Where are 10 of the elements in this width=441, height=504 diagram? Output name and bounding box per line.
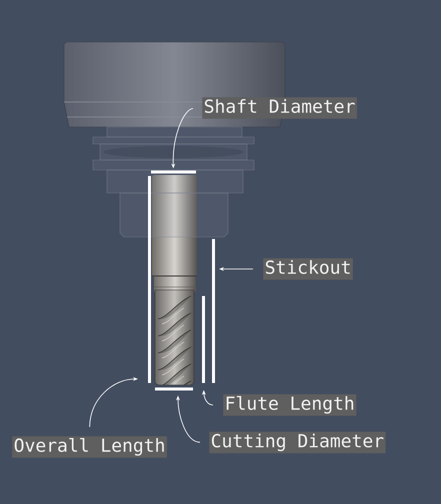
callout-label: Cutting Diameter (209, 432, 386, 454)
dimension-line (151, 170, 196, 174)
callout-label: Flute Length (223, 394, 356, 416)
dimension-line (148, 176, 151, 383)
dimension-line (212, 239, 215, 383)
dimension-line (155, 388, 193, 390)
dimension-line (202, 296, 205, 383)
callout-label: Shaft Diameter (202, 97, 357, 119)
callout-label: Stickout (263, 258, 353, 280)
callout-label: Overall Length (12, 436, 167, 458)
